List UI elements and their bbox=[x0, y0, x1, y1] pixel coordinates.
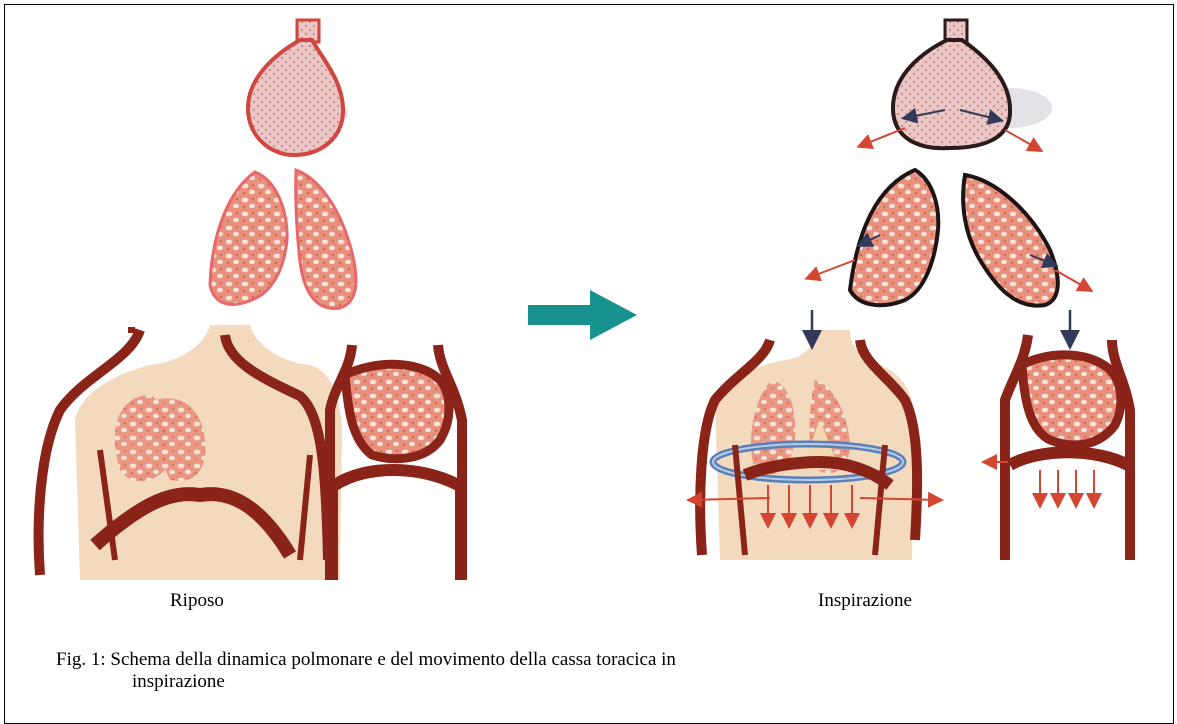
figure-caption: Fig. 1: Schema della dinamica polmonare … bbox=[56, 649, 676, 693]
caption-line-2: inspirazione bbox=[56, 671, 676, 693]
rest-thorax-front bbox=[39, 325, 342, 580]
insp-balloon bbox=[860, 20, 1052, 150]
inspiration-label: Inspirazione bbox=[818, 590, 912, 612]
insp-lungs bbox=[808, 170, 1090, 306]
insp-thorax-front bbox=[690, 310, 940, 560]
insp-thorax-side bbox=[985, 310, 1130, 560]
transition-arrow bbox=[528, 290, 637, 340]
rest-thorax-side bbox=[330, 345, 462, 580]
caption-line-1: Fig. 1: Schema della dinamica polmonare … bbox=[56, 649, 676, 670]
rest-lungs bbox=[210, 170, 356, 309]
rest-balloon bbox=[248, 20, 348, 155]
rest-label: Riposo bbox=[170, 590, 224, 612]
